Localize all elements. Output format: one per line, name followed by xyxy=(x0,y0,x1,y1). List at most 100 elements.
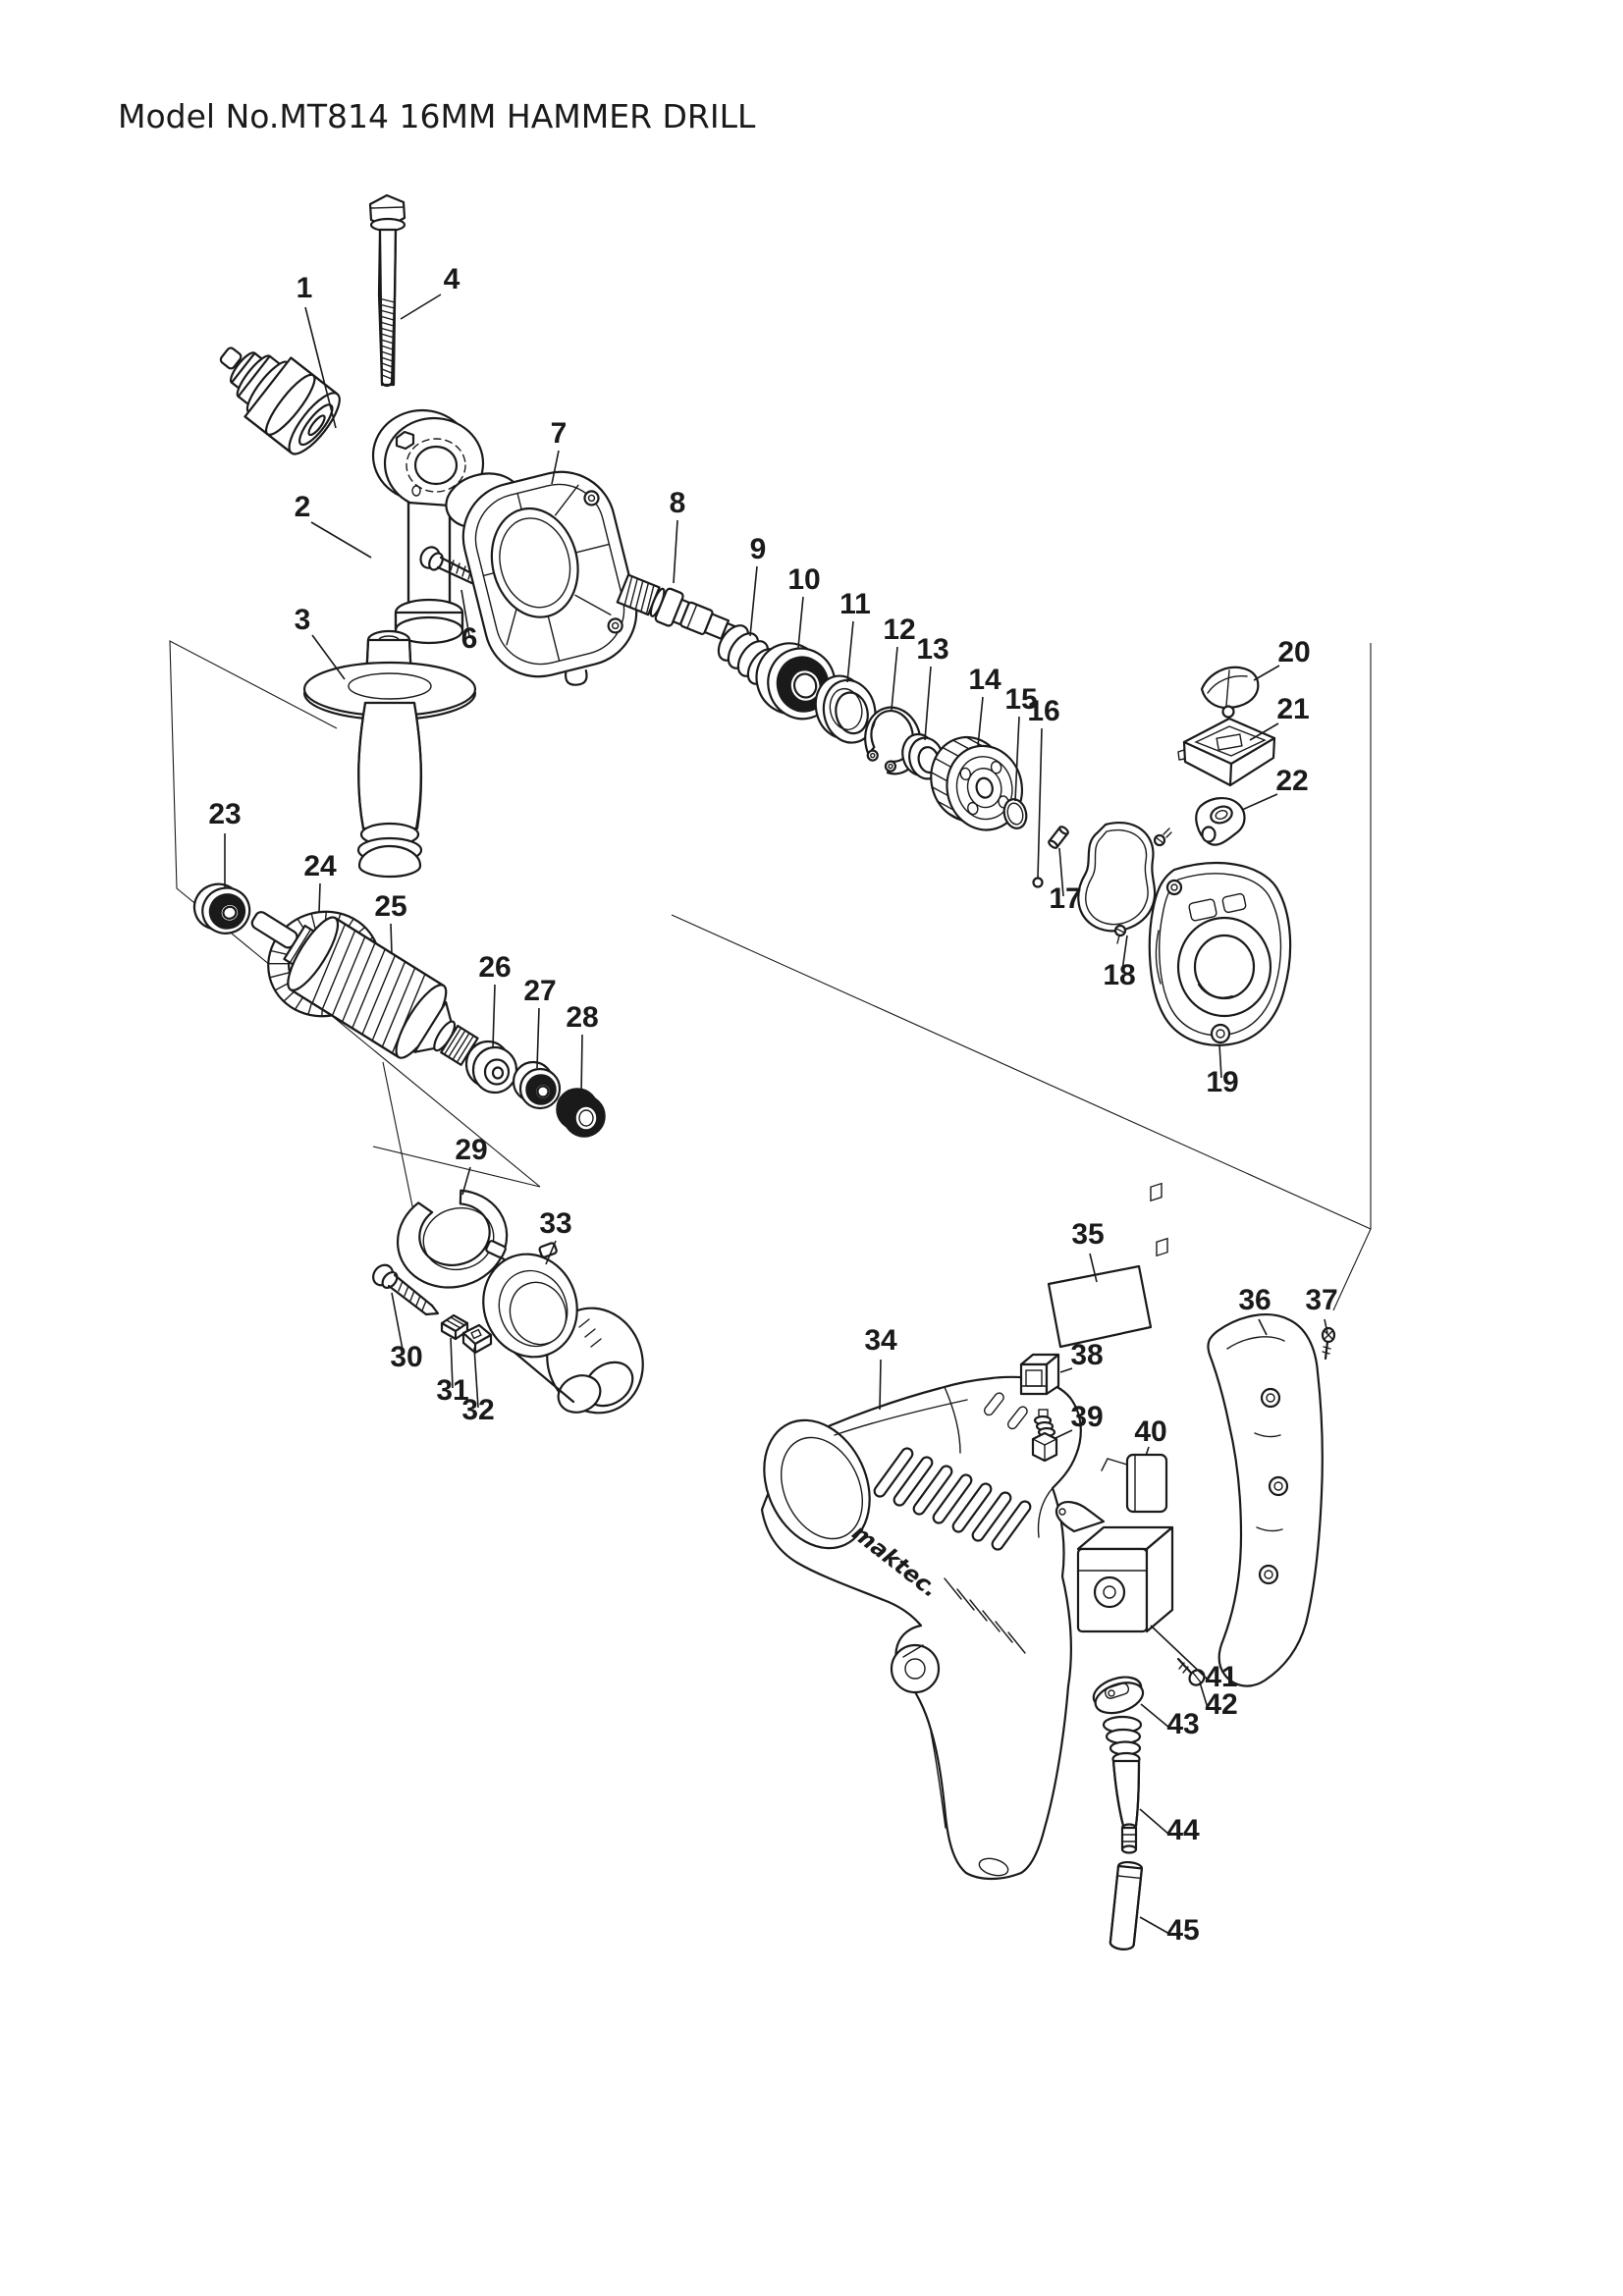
part-17-pin xyxy=(1048,826,1069,849)
part-label-19: 19 xyxy=(1206,1043,1239,1098)
svg-text:43: 43 xyxy=(1166,1708,1199,1740)
part-11-flat-washer xyxy=(814,674,877,744)
part-label-7: 7 xyxy=(551,417,568,485)
part-30-screw xyxy=(372,1263,440,1316)
part-34-motor-housing: maktec. xyxy=(760,1375,1082,1881)
part-label-42: 42 xyxy=(1199,1682,1238,1721)
part-45-power-cord xyxy=(1109,1860,1144,1950)
part-label-33: 33 xyxy=(539,1207,572,1265)
svg-text:33: 33 xyxy=(539,1207,571,1240)
part-7-gear-housing-cover xyxy=(445,470,638,686)
svg-text:3: 3 xyxy=(295,604,311,636)
part-label-25: 25 xyxy=(374,890,407,955)
part-label-2: 2 xyxy=(295,491,372,559)
svg-text:14: 14 xyxy=(968,664,1001,696)
part-44-cord-guard xyxy=(1102,1715,1143,1854)
svg-text:28: 28 xyxy=(566,1001,598,1034)
part-label-43: 43 xyxy=(1140,1703,1200,1740)
part-39-carbon-brush xyxy=(1031,1409,1058,1463)
part-43-lock-button xyxy=(1092,1676,1145,1715)
svg-text:24: 24 xyxy=(303,850,337,882)
svg-text:22: 22 xyxy=(1275,765,1308,797)
svg-text:8: 8 xyxy=(670,487,686,519)
part-18-gasket xyxy=(1077,822,1172,944)
part-40-capacitor xyxy=(1101,1453,1168,1514)
svg-text:1: 1 xyxy=(297,272,313,304)
part-35-name-label xyxy=(1047,1264,1153,1349)
part-28-seal-ring xyxy=(556,1088,606,1138)
svg-text:10: 10 xyxy=(787,563,820,596)
part-label-9: 9 xyxy=(749,533,767,637)
page-title: Model No.MT814 16MM HAMMER DRILL xyxy=(118,97,756,135)
vent-slats xyxy=(873,1447,1032,1551)
part-label-22: 22 xyxy=(1241,765,1309,811)
part-label-39: 39 xyxy=(1055,1401,1104,1439)
part-label-20: 20 xyxy=(1253,636,1311,681)
svg-text:30: 30 xyxy=(390,1341,422,1373)
svg-text:19: 19 xyxy=(1206,1066,1238,1098)
part-27-ball-bearing xyxy=(512,1060,562,1110)
part-label-31: 31 xyxy=(436,1337,469,1407)
svg-text:44: 44 xyxy=(1166,1814,1200,1846)
part-label-29: 29 xyxy=(455,1134,488,1196)
part-label-36: 36 xyxy=(1238,1284,1271,1336)
svg-text:20: 20 xyxy=(1277,636,1310,668)
svg-text:2: 2 xyxy=(295,491,311,523)
part-3-side-handle-grip xyxy=(302,629,477,879)
svg-text:34: 34 xyxy=(864,1324,897,1357)
part-label-40: 40 xyxy=(1134,1415,1167,1457)
part-label-27: 27 xyxy=(523,975,557,1069)
part-label-1: 1 xyxy=(297,272,337,429)
svg-text:21: 21 xyxy=(1276,693,1309,725)
lower-vents xyxy=(944,1577,1026,1654)
part-label-34: 34 xyxy=(864,1324,897,1411)
part-16-steel-ball xyxy=(1032,877,1044,888)
part-19-bearing-box xyxy=(1148,862,1292,1046)
svg-text:6: 6 xyxy=(461,622,478,655)
cover-ribs xyxy=(482,484,612,662)
svg-text:41: 41 xyxy=(1205,1661,1237,1693)
part-label-11: 11 xyxy=(839,588,871,683)
construction-lines xyxy=(169,640,1372,1311)
part-label-3: 3 xyxy=(295,604,346,680)
part-label-28: 28 xyxy=(566,1001,599,1096)
part-22-clamp-plate xyxy=(1195,797,1246,846)
part-label-18: 18 xyxy=(1103,934,1136,991)
svg-text:9: 9 xyxy=(750,533,767,565)
svg-text:40: 40 xyxy=(1134,1415,1166,1448)
part-label-41: 41 xyxy=(1150,1625,1238,1693)
part-label-6: 6 xyxy=(460,589,478,655)
part-label-32: 32 xyxy=(461,1347,495,1426)
svg-text:27: 27 xyxy=(523,975,556,1007)
part-label-15: 15 xyxy=(1004,683,1038,802)
svg-text:15: 15 xyxy=(1004,683,1037,716)
part-label-8: 8 xyxy=(670,487,686,584)
part-label-26: 26 xyxy=(478,951,512,1048)
svg-text:38: 38 xyxy=(1070,1339,1103,1371)
part-label-30: 30 xyxy=(390,1292,423,1373)
part-29-baffle-plate xyxy=(396,1189,509,1289)
svg-text:7: 7 xyxy=(551,417,568,450)
svg-text:31: 31 xyxy=(436,1374,468,1407)
part-label-21: 21 xyxy=(1249,693,1310,741)
part-32-holder-cap xyxy=(461,1323,493,1355)
svg-text:16: 16 xyxy=(1027,695,1059,727)
part-label-44: 44 xyxy=(1139,1808,1200,1846)
part-4-hex-bolt xyxy=(368,193,406,388)
part-label-17: 17 xyxy=(1049,847,1082,915)
part-label-45: 45 xyxy=(1139,1914,1200,1947)
part-label-13: 13 xyxy=(916,633,949,741)
part-labels: 1 2 3 4 6 7 8 9 10 11 12 13 14 15 16 17 … xyxy=(208,263,1337,1947)
part-label-16: 16 xyxy=(1027,695,1060,880)
part-15-o-ring xyxy=(1002,798,1028,829)
part-37-screw xyxy=(1321,1326,1336,1361)
svg-text:13: 13 xyxy=(916,633,948,666)
part-26-insulation-washer xyxy=(464,1040,518,1095)
part-2-handle-clamp-arm xyxy=(371,408,485,645)
part-label-10: 10 xyxy=(787,563,821,649)
part-label-14: 14 xyxy=(968,664,1001,747)
svg-text:23: 23 xyxy=(208,798,241,830)
svg-text:39: 39 xyxy=(1070,1401,1103,1433)
part-label-12: 12 xyxy=(883,614,916,711)
